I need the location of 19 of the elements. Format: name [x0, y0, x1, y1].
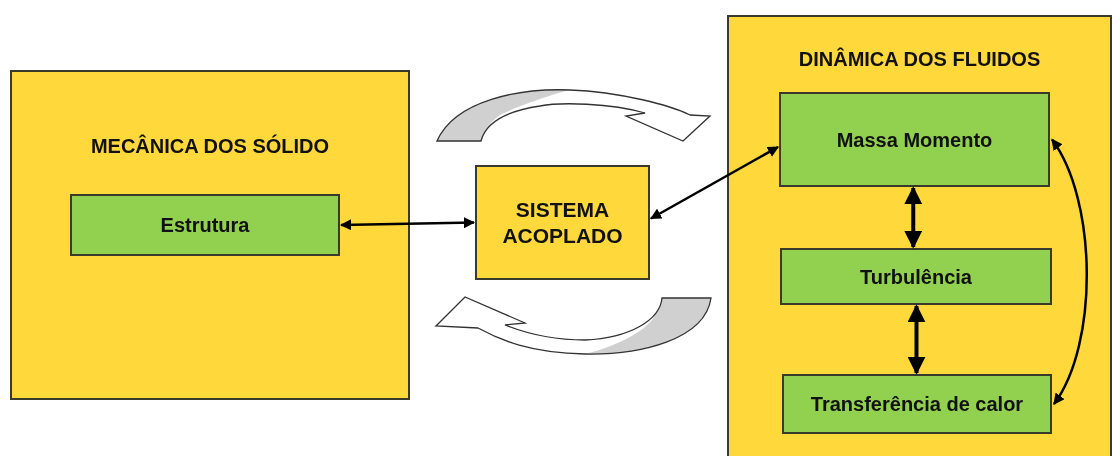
double-arrow [650, 145, 779, 220]
double-arrow [904, 186, 923, 249]
panel-box [727, 15, 1112, 456]
process-box [70, 194, 340, 256]
double-arrow [339, 217, 476, 231]
process-box [779, 92, 1050, 187]
double-arrow [907, 304, 926, 375]
box-label: Turbulência [860, 264, 972, 289]
box-label: Transferência de calor [810, 392, 1024, 416]
double-arrow [1050, 138, 1088, 405]
box-label: Massa Momento [836, 127, 993, 152]
process-box [782, 374, 1052, 434]
box-label: Estrutura [160, 213, 250, 237]
panel-box [10, 70, 410, 400]
process-box [780, 248, 1052, 305]
panel-heading: DINÂMICA DOS FLUIDOS [797, 47, 1042, 71]
process-box [475, 165, 650, 280]
box-label: SISTEMA ACOPLADO [501, 197, 624, 248]
panel-heading: MECÂNICA DOS SÓLIDO [89, 134, 331, 158]
